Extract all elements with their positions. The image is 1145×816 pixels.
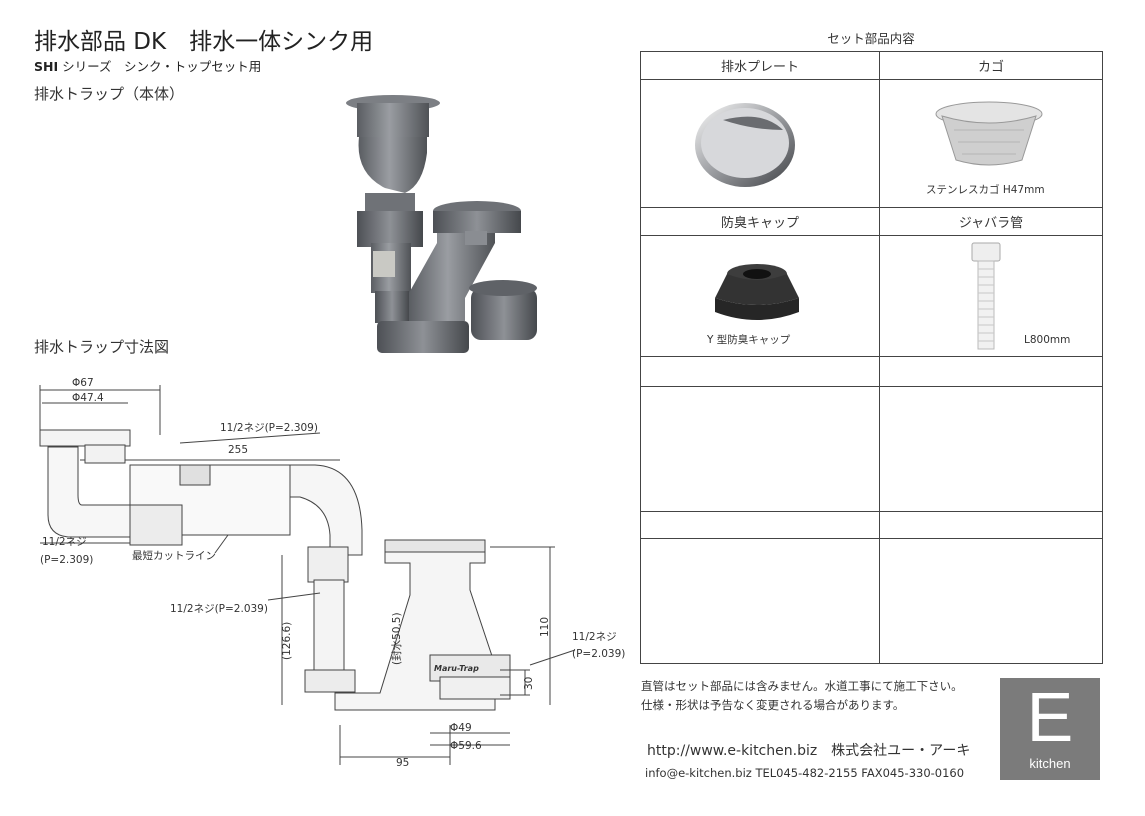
note-spec-change: 仕様・形状は予告なく変更される場合があります。 (641, 698, 905, 712)
dim-phi47: Φ47.4 (72, 392, 104, 404)
empty-cell (879, 538, 1103, 664)
odor-cap-image (715, 264, 799, 320)
website-company: http://www.e-kitchen.biz 株式会社ユー・アーキ (647, 743, 971, 759)
dim-thread-left-2: (P=2.309) (40, 554, 93, 566)
dim-thread-top: 11/2ネジ(P=2.309) (220, 422, 318, 434)
contact-info: info@e-kitchen.biz TEL045-482-2155 FAX04… (645, 766, 965, 780)
set-parts-table: 排水プレート カゴ ステンレスカゴ H47mm (640, 51, 1103, 664)
note-straight-pipe: 直管はセット部品には含みません。水道工事にて施工下さい。 (641, 679, 963, 693)
set-parts-caption: セット部品内容 (827, 31, 915, 46)
header-basket: カゴ (879, 51, 1103, 80)
empty-cell (879, 386, 1103, 512)
page-subtitle: SHI シリーズ シンク・トップセット用 (34, 56, 261, 75)
dim-height-30: 30 (523, 677, 535, 690)
header-bellows-hose: ジャバラ管 (879, 207, 1103, 236)
odor-cap-caption: Y 型防臭キャップ (707, 334, 791, 346)
empty-cell (879, 511, 1103, 539)
series-code: SHI (34, 59, 59, 74)
logo-word: kitchen (1029, 756, 1071, 771)
dim-seal-depth: (封水50.5) (390, 612, 403, 665)
header-odor-cap: 防臭キャップ (640, 207, 880, 236)
header-drain-plate: 排水プレート (640, 51, 880, 80)
dim-thread-right-1: 11/2ネジ (572, 631, 617, 643)
dim-thread-right-2: (P=2.039) (572, 648, 625, 660)
dim-thread-mid: 11/2ネジ(P=2.039) (170, 603, 268, 615)
drain-plate-image (695, 103, 795, 187)
dim-phi49: Φ49 (450, 722, 472, 734)
dim-phi59: Φ59.6 (450, 740, 482, 752)
dim-phi67: Φ67 (72, 377, 94, 389)
bellows-hose-caption: L800mm (1024, 334, 1071, 346)
logo-letter: E (1026, 678, 1074, 756)
empty-cell (640, 511, 880, 539)
dim-height-126: (126.6) (281, 622, 293, 660)
cell-odor-cap: Y 型防臭キャップ (640, 235, 880, 357)
empty-cell (640, 356, 880, 387)
empty-cell (640, 386, 880, 512)
cell-basket: ステンレスカゴ H47mm (879, 79, 1103, 208)
cell-bellows-hose: L800mm (879, 235, 1103, 357)
dim-height-110: 110 (539, 617, 551, 637)
section-trap-body: 排水トラップ（本体） (34, 85, 185, 103)
bellows-hose-image (971, 242, 1001, 350)
dim-cut-line: 最短カットライン (132, 549, 216, 562)
e-kitchen-logo: E kitchen (1000, 678, 1100, 780)
section-dimension-drawing: 排水トラップ寸法図 (34, 338, 170, 356)
cell-drain-plate (640, 79, 880, 208)
trap-photo (346, 95, 537, 353)
dimension-drawing: Φ67 Φ47.4 11/2ネジ(P=2.309) 255 11/2ネジ (P=… (39, 377, 625, 769)
page-title: 排水部品 DK 排水一体シンク用 (34, 29, 374, 55)
subtitle-text: シリーズ シンク・トップセット用 (58, 59, 262, 74)
brand-marking: Maru-Trap (434, 664, 479, 673)
basket-caption: ステンレスカゴ H47mm (926, 184, 1045, 196)
basket-image (935, 101, 1043, 166)
empty-cell (879, 356, 1103, 387)
dim-length-255: 255 (228, 444, 248, 456)
dim-thread-left-1: 11/2ネジ (42, 536, 87, 548)
empty-cell (640, 538, 880, 664)
dim-length-95: 95 (396, 757, 409, 769)
